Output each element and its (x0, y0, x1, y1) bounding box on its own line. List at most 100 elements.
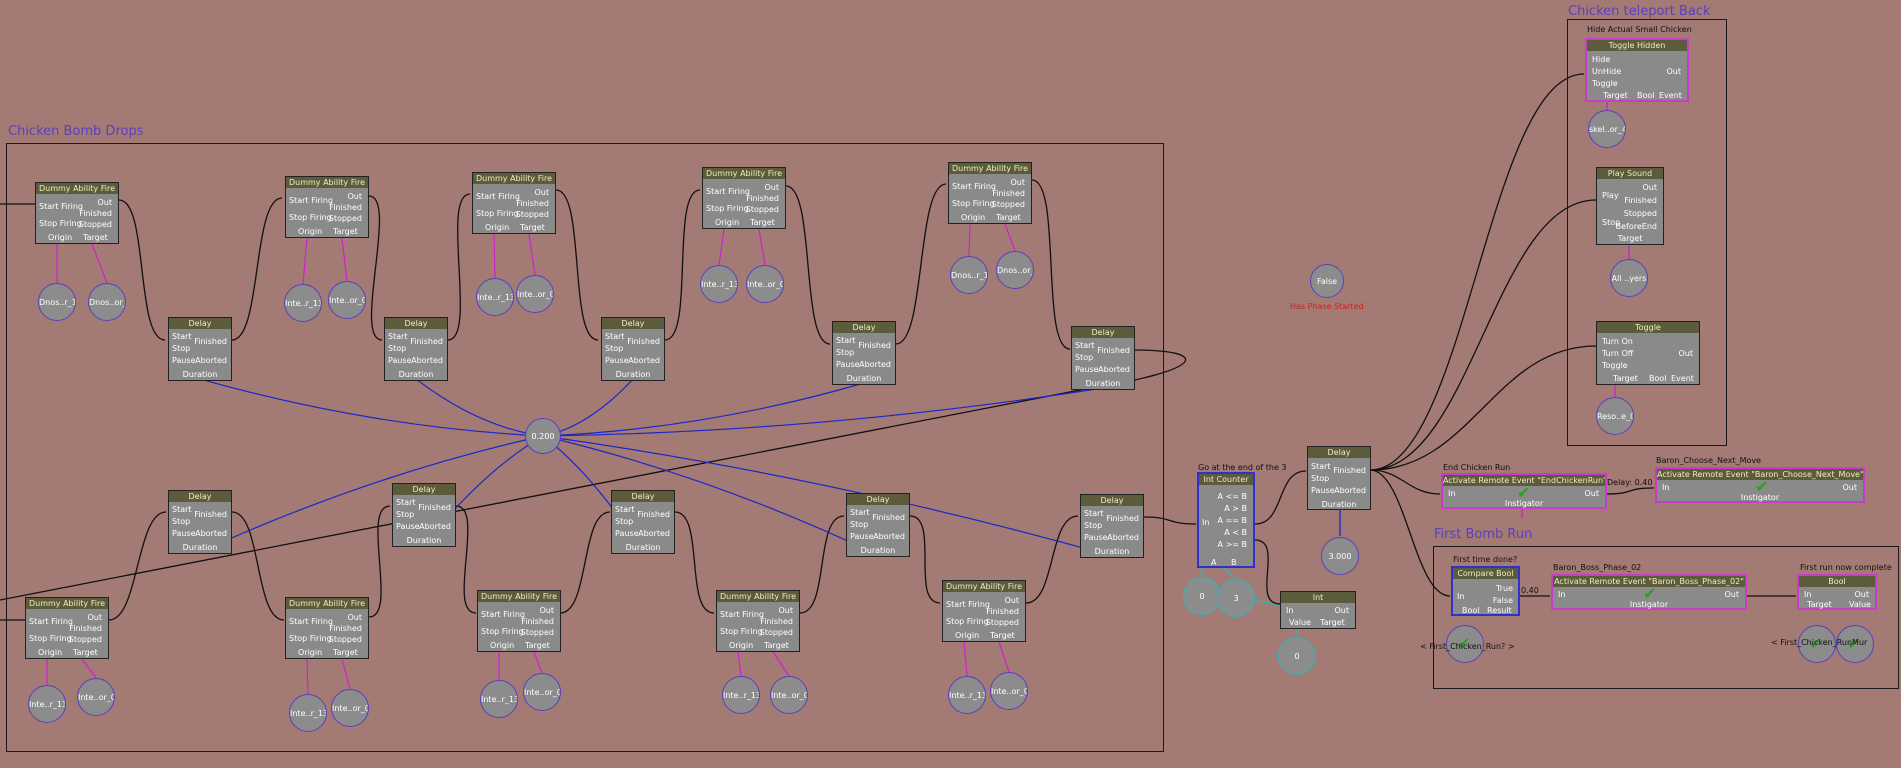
int-node[interactable]: Int In Out Value Target (1280, 591, 1356, 629)
pin-out[interactable]: Stopped (78, 220, 112, 229)
pin-in[interactable]: Play (1602, 191, 1619, 200)
pin-in[interactable]: Stop (1311, 474, 1330, 483)
pin-out[interactable]: Finished (1333, 466, 1366, 475)
pin-in[interactable]: Start (172, 332, 192, 341)
pin-in[interactable]: Stop (1602, 218, 1621, 227)
pin-out[interactable]: Stopped (1623, 209, 1657, 218)
pin-out[interactable]: Finished (418, 503, 451, 512)
origin-variable[interactable]: Inte..r_13 (700, 265, 738, 303)
dummy-ability-fire-node[interactable]: Dummy Ability Fire Start Firing Stop Fir… (35, 182, 119, 244)
dummy-ability-fire-node[interactable]: Dummy Ability Fire Start Firing Stop Fir… (716, 590, 800, 652)
toggle-hidden-target-variable[interactable]: skel..or_4 (1588, 110, 1626, 148)
pin-in[interactable]: Turn On (1602, 337, 1633, 346)
dummy-ability-fire-node[interactable]: Dummy Ability Fire Start Firing Stop Fir… (285, 597, 369, 659)
pin-out[interactable]: Aborted (1107, 533, 1139, 542)
pin-in[interactable]: Hide (1592, 55, 1611, 64)
pin-out[interactable]: A == B (1217, 516, 1247, 525)
pin-out[interactable]: Out (1642, 183, 1657, 192)
pin-in[interactable]: Start (1084, 509, 1104, 518)
pin-in[interactable]: Pause (605, 356, 629, 365)
pin-in[interactable]: Pause (850, 532, 874, 541)
pin-out[interactable]: Finished (760, 617, 793, 626)
pin-out[interactable]: Finished (521, 617, 554, 626)
delay-node[interactable]: Delay Start Stop Pause Finished Aborted … (601, 317, 665, 381)
counter-b-variable[interactable]: 3 (1217, 579, 1255, 617)
pin-out[interactable]: Out (347, 613, 362, 622)
pin-out[interactable]: Out (347, 192, 362, 201)
target-variable[interactable]: Inte..or_0 (746, 265, 784, 303)
pin-in[interactable]: Pause (836, 360, 860, 369)
target-variable[interactable]: Inte..or_0 (331, 689, 369, 727)
pin-in[interactable]: Start Firing (952, 182, 996, 191)
final-delay-variable[interactable]: 3.000 (1321, 537, 1359, 575)
pin-out[interactable]: Finished (992, 189, 1025, 198)
pin-out[interactable]: Finished (872, 513, 905, 522)
pin-in[interactable]: Start Firing (289, 196, 333, 205)
pin-out[interactable]: A < B (1224, 528, 1247, 537)
counter-a-variable[interactable]: 0 (1183, 577, 1221, 615)
pin-out[interactable]: Out (97, 198, 112, 207)
delay-node[interactable]: Delay Start Stop Pause Finished Aborted … (168, 317, 232, 381)
target-variable[interactable]: Inte..or_0 (770, 676, 808, 714)
pin-out[interactable]: Out (1724, 590, 1739, 599)
origin-variable[interactable]: Dnos..r_13 (950, 256, 988, 294)
pin-out[interactable]: Finished (746, 194, 779, 203)
pin-in[interactable]: Stop Firing (29, 634, 72, 643)
pin-out[interactable]: A <= B (1217, 492, 1247, 501)
pin-out[interactable]: Stopped (328, 214, 362, 223)
pin-in[interactable]: Start (172, 505, 192, 514)
dummy-ability-fire-node[interactable]: Dummy Ability Fire Start Firing Stop Fir… (942, 580, 1026, 642)
pin-in[interactable]: Start (605, 332, 625, 341)
pin-in[interactable]: Stop Firing (946, 617, 989, 626)
pin-in[interactable]: Pause (388, 356, 412, 365)
pin-out[interactable]: False (1492, 596, 1513, 605)
pin-out[interactable]: Aborted (859, 360, 891, 369)
pin-out[interactable]: Stopped (68, 635, 102, 644)
pin-out[interactable]: Out (1334, 606, 1349, 615)
pin-in[interactable]: In (1448, 489, 1456, 498)
toggle-node[interactable]: Toggle Turn On Turn Off Toggle Out Targe… (1596, 321, 1700, 385)
pin-in[interactable]: Stop (172, 344, 191, 353)
pin-in[interactable]: Stop Firing (706, 204, 749, 213)
pin-in[interactable]: In (1804, 590, 1812, 599)
pin-out[interactable]: Stopped (520, 628, 554, 637)
pin-in[interactable]: Start Firing (946, 600, 990, 609)
pin-out[interactable]: Out (87, 613, 102, 622)
shared-delay-variable[interactable]: 0.200 (525, 418, 561, 454)
delay-node[interactable]: Delay Start Stop Pause Finished Aborted … (611, 490, 675, 554)
pin-in[interactable]: Start (836, 336, 856, 345)
toggle-hidden-node[interactable]: Toggle Hidden Hide UnHide Toggle Out Tar… (1585, 38, 1689, 102)
pin-in[interactable]: UnHide (1592, 67, 1622, 76)
dummy-ability-fire-node[interactable]: Dummy Ability Fire Start Firing Stop Fir… (285, 176, 369, 238)
pin-in[interactable]: Start Firing (289, 617, 333, 626)
pin-out[interactable]: Aborted (1098, 365, 1130, 374)
pin-in[interactable]: Stop (605, 344, 624, 353)
pin-out[interactable]: Out (1678, 349, 1693, 358)
pin-in[interactable]: Start Firing (29, 617, 73, 626)
pin-out[interactable]: Stopped (328, 635, 362, 644)
pin-out[interactable]: Aborted (419, 522, 451, 531)
pin-in[interactable]: Start Firing (720, 610, 764, 619)
compare-bool-node[interactable]: Compare Bool In True False Bool Result (1451, 566, 1520, 616)
pin-out[interactable]: A >= B (1217, 540, 1247, 549)
pin-out[interactable]: Stopped (745, 205, 779, 214)
pin-in[interactable]: In (1457, 592, 1465, 601)
pin-out[interactable]: Finished (627, 337, 660, 346)
delay-node[interactable]: Delay Start Stop Pause Finished Aborted … (846, 493, 910, 557)
origin-variable[interactable]: Inte..r_13 (284, 284, 322, 322)
pin-in[interactable]: Pause (1311, 486, 1335, 495)
pin-in[interactable]: Pause (396, 522, 420, 531)
pin-out[interactable]: Aborted (195, 529, 227, 538)
first-chicken-run-variable[interactable]: ✔ (1446, 625, 1484, 663)
pin-out[interactable]: Finished (986, 607, 1019, 616)
delay-node[interactable]: Delay Start Stop Pause Finished Aborted … (832, 321, 896, 385)
target-variable[interactable]: Inte..or_0 (77, 678, 115, 716)
dummy-ability-fire-node[interactable]: Dummy Ability Fire Start Firing Stop Fir… (477, 590, 561, 652)
pin-in[interactable]: Start (396, 498, 416, 507)
pin-in[interactable]: Stop Firing (476, 209, 519, 218)
origin-variable[interactable]: Inte..r_13 (289, 694, 327, 732)
pin-in[interactable]: Stop (615, 517, 634, 526)
int-counter-node[interactable]: Int Counter In A <= B A > B A == B A < B… (1197, 472, 1255, 568)
pin-out[interactable]: Aborted (873, 532, 905, 541)
